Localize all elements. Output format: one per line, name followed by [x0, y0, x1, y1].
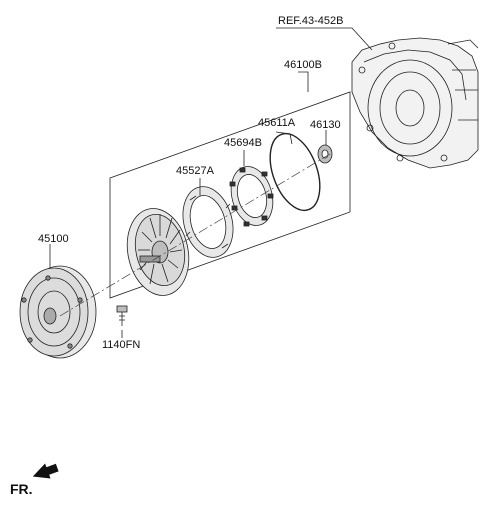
assembly-label: 46100B	[284, 59, 322, 71]
seal-label: 46130	[310, 119, 341, 131]
gear-label: 45527A	[176, 165, 215, 177]
toothed-plate: 45694B	[224, 137, 274, 227]
alignment-axis	[59, 153, 331, 317]
bolt-label: 1140FN	[102, 339, 140, 351]
assembly-outline: 46100B	[109, 59, 351, 299]
ring-label: 45611A	[258, 117, 296, 129]
ref-callout: REF.43-452B	[276, 15, 373, 51]
converter-label: 45100	[38, 233, 69, 245]
oil-seal: 46130	[310, 119, 341, 164]
snap-ring: 45611A	[258, 117, 321, 212]
torque-converter: 45100	[19, 233, 97, 359]
gear-plate: 45527A	[176, 165, 234, 258]
ref-label: REF.43-452B	[278, 15, 343, 27]
front-arrow-icon	[32, 463, 59, 479]
transmission-housing	[351, 37, 479, 169]
bolt: 1140FN	[102, 305, 140, 351]
front-label: FR.	[10, 481, 33, 497]
front-indicator: FR.	[10, 463, 59, 497]
oil-pump	[126, 208, 190, 296]
plate-label: 45694B	[224, 137, 262, 149]
